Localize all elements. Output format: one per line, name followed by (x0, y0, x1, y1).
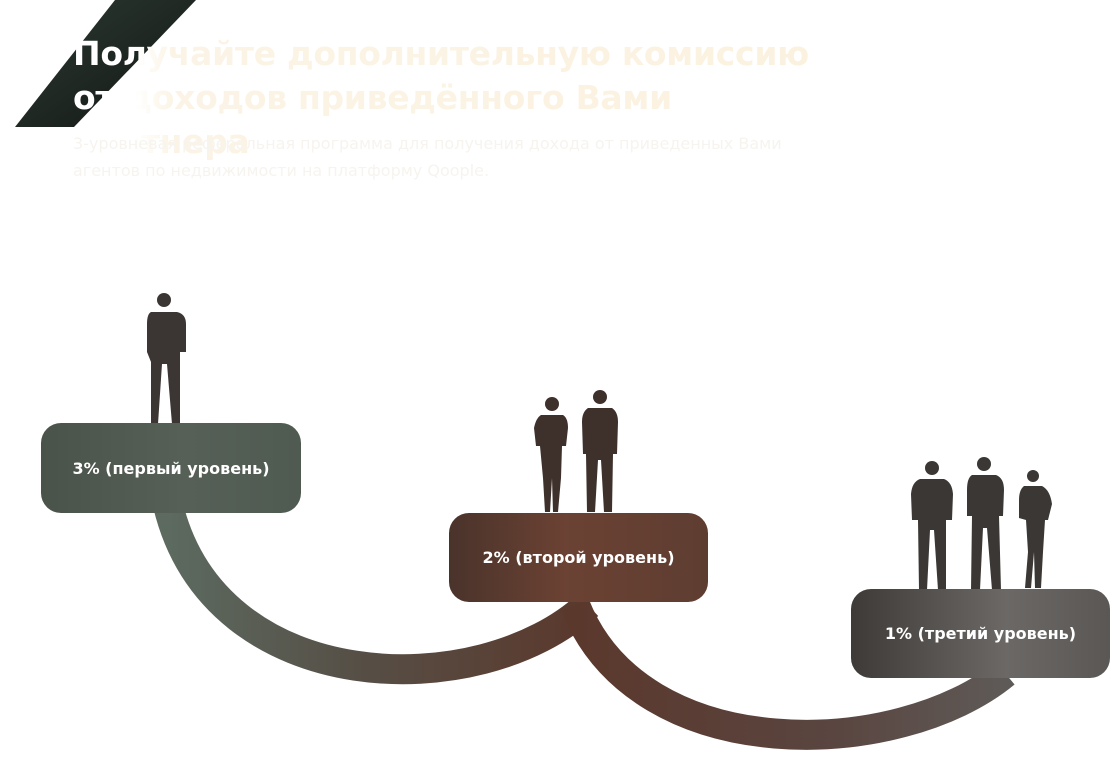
person-silhouette-icon (1019, 470, 1052, 588)
person-silhouette-icon (582, 390, 618, 512)
level-label: 3% (первый уровень) (72, 458, 270, 478)
level-label: 1% (третий уровень) (884, 624, 1077, 643)
level-label: 2% (второй уровень) (482, 548, 675, 567)
person-silhouette-icon (534, 397, 568, 512)
page-subtitle: 3-уровневая реферальная программа для по… (73, 134, 782, 180)
person-silhouette-icon (911, 461, 953, 590)
connector-curve-2 (561, 599, 1015, 750)
level-card-second: 2% (второй уровень) (449, 513, 708, 602)
level-card-third: 1% (третий уровень) (851, 589, 1110, 678)
page-title: Получайте дополнительную комиссию от дох… (73, 32, 833, 164)
connector-curve-1 (153, 501, 599, 685)
decorative-corner-shape (15, 0, 196, 127)
level-card-first: 3% (первый уровень) (41, 423, 301, 513)
person-silhouette-icon (147, 293, 186, 424)
person-silhouette-icon (967, 457, 1004, 590)
